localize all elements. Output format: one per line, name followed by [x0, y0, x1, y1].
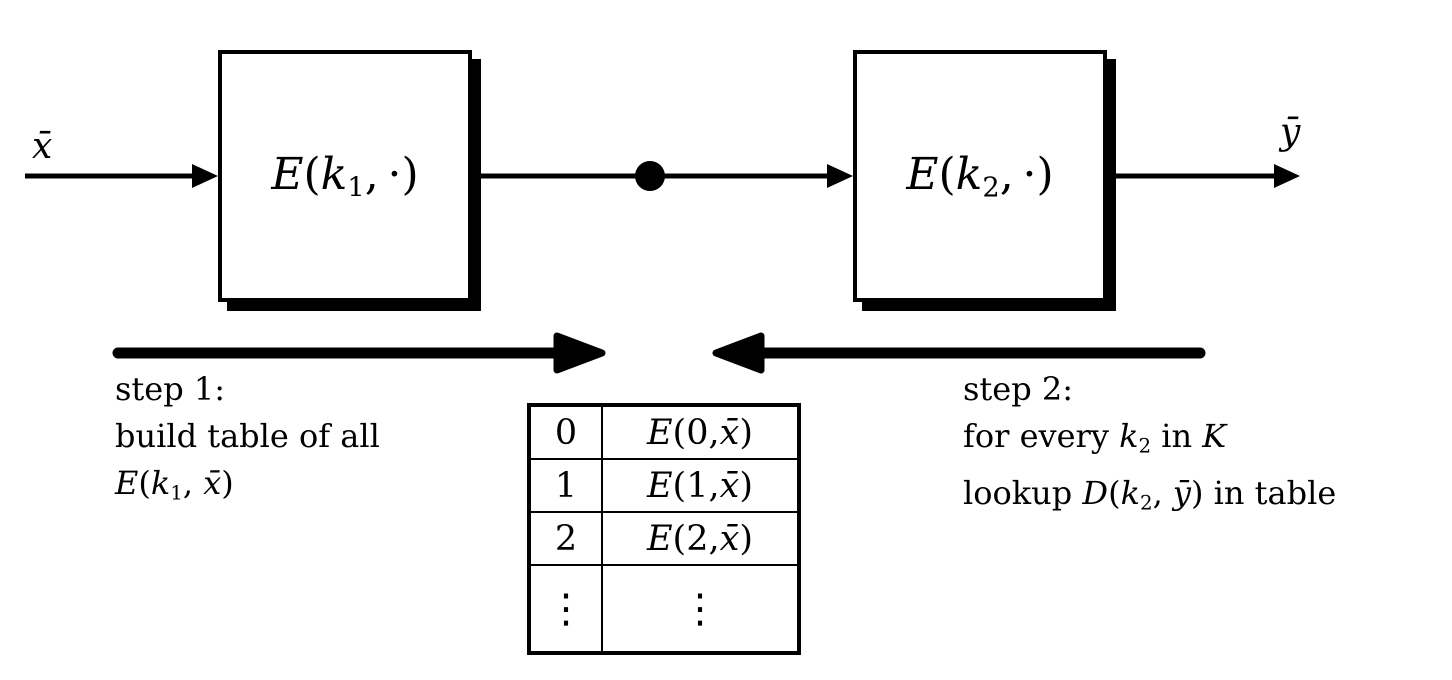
- step2-note: step 2: for every k2 in K lookup D(k2, ȳ…: [963, 366, 1336, 526]
- output-arrowhead-icon: [1274, 164, 1300, 188]
- step1-note: step 1: build table of all E(k1, x̄): [115, 366, 380, 517]
- step2-title: step 2:: [963, 370, 1074, 408]
- input-arrow: [25, 164, 218, 188]
- table-key-cell: 2: [531, 513, 603, 566]
- table-key-cell-dots: ⋮: [531, 566, 603, 651]
- step1-description: build table of all: [115, 417, 380, 455]
- lookup-table: 0 E(0, x̄) 1 E(1, x̄) 2 E(2, x̄) ⋮ ⋮: [527, 403, 801, 655]
- output-label: ȳ: [1280, 112, 1301, 153]
- step1-arrow: [112, 332, 606, 374]
- table-value-cell: E(2, x̄): [603, 513, 797, 566]
- step2-description-line1: for every k2 in K: [963, 417, 1227, 458]
- input-label: x̄: [32, 126, 53, 167]
- encryption-box-2: E(k2, ·): [853, 50, 1107, 302]
- encryption-box-2-label: E(k2, ·): [906, 148, 1054, 204]
- step2-arrow: [712, 332, 1206, 374]
- step1-title: step 1:: [115, 370, 226, 408]
- table-value-cell: E(0, x̄): [603, 407, 797, 460]
- middle-connector: [472, 161, 853, 191]
- encryption-box-1: E(k1, ·): [218, 50, 472, 302]
- step1-arrowhead-icon: [553, 332, 606, 374]
- table-key-cell: 1: [531, 460, 603, 513]
- step1-formula: E(k1, x̄): [115, 464, 234, 505]
- junction-dot: [635, 161, 665, 191]
- middle-arrowhead-icon: [827, 164, 853, 188]
- table-value-cell: E(1, x̄): [603, 460, 797, 513]
- encryption-box-1-label: E(k1, ·): [271, 148, 419, 204]
- table-value-cell-dots: ⋮: [680, 585, 720, 632]
- table-key-cell: 0: [531, 407, 603, 460]
- output-arrow: [1107, 164, 1300, 188]
- step2-arrowhead-icon: [712, 332, 765, 374]
- step2-description-line2: lookup D(k2, ȳ) in table: [963, 473, 1337, 515]
- input-arrowhead-icon: [192, 164, 218, 188]
